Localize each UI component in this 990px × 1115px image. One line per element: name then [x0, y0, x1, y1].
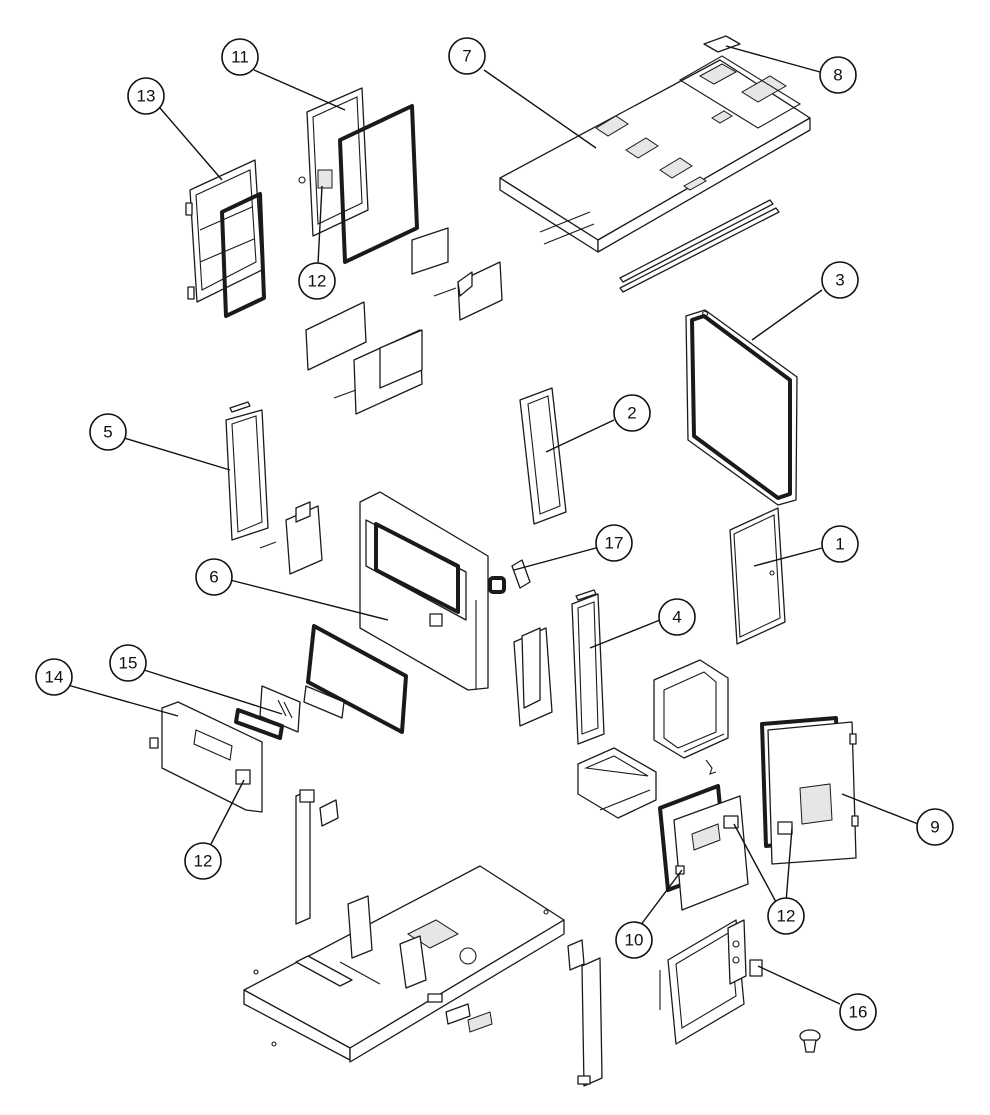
part-right-door	[760, 716, 859, 865]
part-glass	[234, 685, 301, 740]
svg-text:4: 4	[672, 608, 681, 627]
part-small-door	[658, 784, 749, 911]
callout-1: 1	[821, 525, 859, 563]
part-left-frame	[225, 401, 323, 575]
part-lower-door	[149, 701, 263, 813]
svg-text:8: 8	[833, 66, 842, 85]
callout-3: 3	[821, 261, 859, 299]
callout-16: 16	[839, 993, 877, 1031]
svg-text:1: 1	[835, 535, 844, 554]
part-small-plate	[703, 35, 741, 53]
svg-text:10: 10	[625, 931, 644, 950]
svg-text:3: 3	[835, 271, 844, 290]
callout-5: 5	[89, 413, 127, 451]
svg-text:11: 11	[231, 48, 249, 67]
part-base	[243, 865, 565, 1063]
part-window-gasket	[303, 624, 408, 734]
callout-4: 4	[658, 598, 696, 636]
part-post-right	[567, 939, 603, 1087]
part-door-11	[298, 87, 419, 264]
part-side-panel	[729, 507, 786, 645]
part-top-rails	[619, 199, 780, 293]
part-large-panel	[685, 309, 798, 506]
part-door-13	[185, 159, 266, 318]
svg-text:16: 16	[849, 1003, 868, 1022]
part-center-frame	[513, 589, 605, 745]
svg-text:12: 12	[777, 907, 796, 926]
callout-15: 15	[109, 644, 147, 682]
part-post-left	[295, 789, 339, 925]
part-front-door	[359, 491, 489, 691]
part-plug	[799, 1029, 821, 1053]
svg-text:9: 9	[930, 818, 939, 837]
svg-text:2: 2	[627, 404, 636, 423]
part-boxes	[577, 659, 729, 819]
callout-12-top: 12	[298, 262, 336, 300]
callout-10: 10	[615, 921, 653, 959]
callout-9: 9	[916, 808, 954, 846]
svg-text:14: 14	[45, 668, 64, 687]
svg-text:5: 5	[103, 423, 112, 442]
svg-text:13: 13	[137, 87, 156, 106]
callout-12-left: 12	[184, 842, 222, 880]
svg-text:6: 6	[209, 568, 218, 587]
callout-14: 14	[35, 658, 73, 696]
callout-2: 2	[613, 394, 651, 432]
callout-12-right: 12	[767, 897, 805, 935]
part-latch	[488, 559, 531, 594]
callout-8: 8	[819, 56, 857, 94]
callout-6: 6	[195, 558, 233, 596]
callout-13: 13	[127, 77, 165, 115]
callout-17: 17	[595, 524, 633, 562]
leader-lines	[63, 45, 919, 1005]
svg-text:7: 7	[462, 47, 471, 66]
svg-text:12: 12	[194, 852, 213, 871]
svg-text:17: 17	[605, 534, 624, 553]
svg-text:15: 15	[119, 654, 138, 673]
callout-7: 7	[448, 37, 486, 75]
svg-text:12: 12	[308, 272, 327, 291]
part-top-cover	[499, 55, 811, 253]
callout-11: 11	[221, 38, 259, 76]
part-narrow-frame	[519, 387, 567, 525]
part-upper-brackets	[305, 227, 503, 415]
part-frame-bracket	[659, 919, 763, 1045]
